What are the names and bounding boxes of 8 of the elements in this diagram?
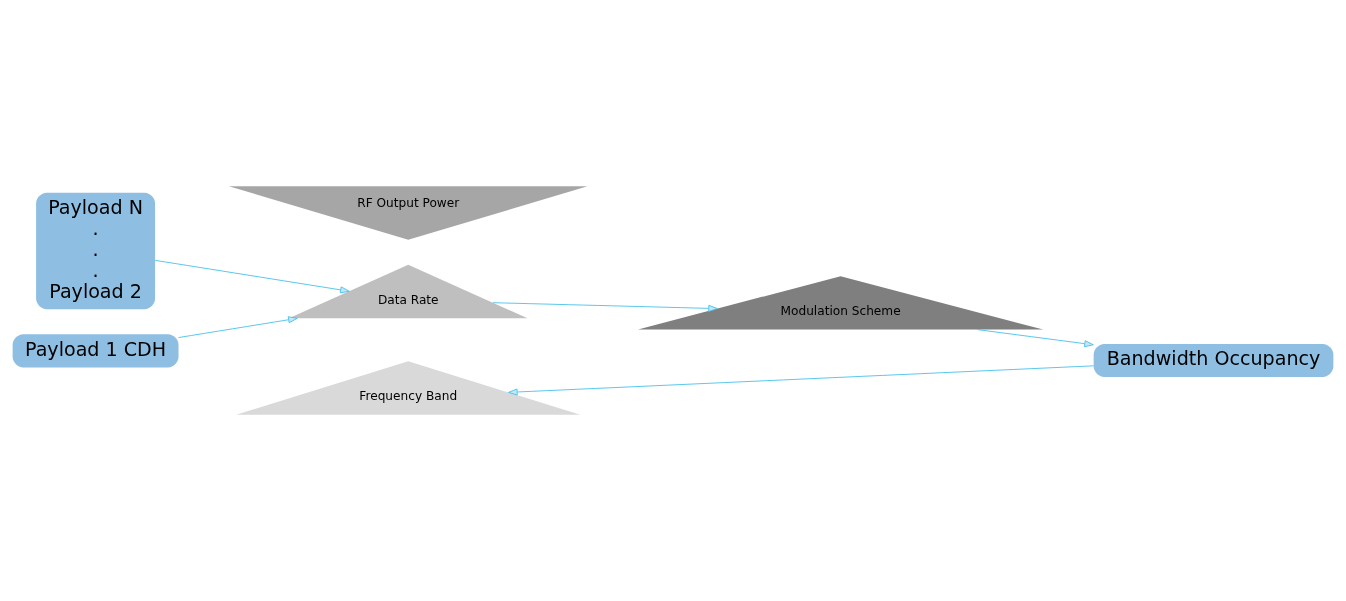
arrow	[492, 302, 718, 312]
arrow	[154, 259, 350, 294]
arrow	[977, 329, 1094, 348]
node-box: Payload N . . . Payload 2	[36, 192, 156, 310]
arrow	[178, 316, 298, 338]
node-box: Bandwidth Occupancy	[1093, 343, 1334, 377]
node-box: Payload 1 CDH	[12, 334, 179, 368]
arrow	[508, 365, 1095, 396]
